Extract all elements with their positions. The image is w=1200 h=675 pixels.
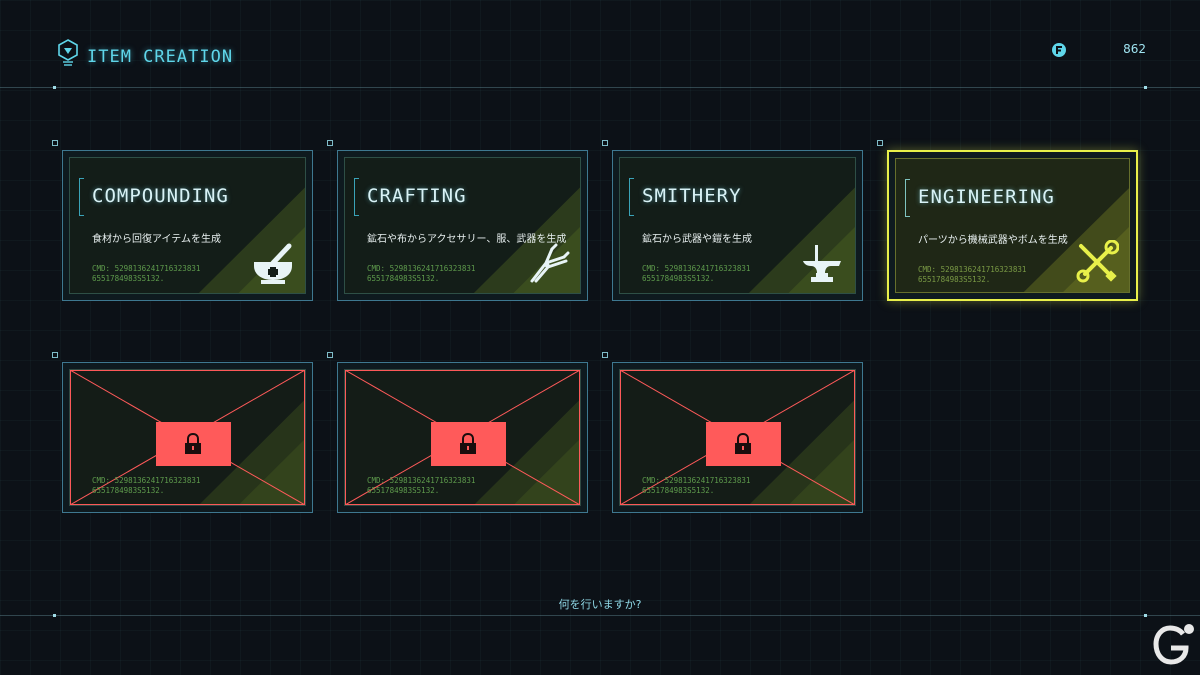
card-description: 鉱石や布からアクセサリー、服、武器を生成	[367, 234, 567, 245]
card-code: CMD: 5298136241716323831 6551784983S5132…	[367, 264, 476, 283]
locked-card[interactable]: CMD: 5298136241716323831 6551784983S5132…	[62, 362, 313, 513]
lock-icon	[735, 433, 751, 454]
action-prompt: 何を行いますか?	[558, 598, 642, 611]
divider-dot	[53, 86, 56, 89]
card-corner-mark	[877, 140, 883, 146]
card-code: CMD: 5298136241716323831 6551784983S5132…	[92, 264, 201, 283]
card-corner-mark	[52, 352, 58, 358]
lock-panel	[431, 422, 506, 466]
currency-icon	[1052, 43, 1066, 57]
mortar-pestle-icon	[254, 243, 292, 284]
card-code: CMD: 5298136241716323831 6551784983S5132…	[642, 476, 751, 495]
site-logo-icon	[1153, 624, 1194, 665]
card-title: ENGINEERING	[918, 186, 1055, 208]
card-code: CMD: 5298136241716323831 6551784983S5132…	[367, 476, 476, 495]
divider-dot	[1144, 86, 1147, 89]
locked-card[interactable]: CMD: 5298136241716323831 6551784983S5132…	[337, 362, 588, 513]
card-description: 鉱石から武器や鎧を生成	[642, 234, 752, 245]
card-description: パーツから機械武器やボムを生成	[918, 235, 1068, 246]
title-bracket	[79, 178, 84, 216]
page-title: ITEM CREATION	[87, 47, 234, 67]
card-corner-mark	[327, 140, 333, 146]
title-bracket	[354, 178, 359, 216]
lock-panel	[706, 422, 781, 466]
smithery-card[interactable]: SMITHERY 鉱石から武器や鎧を生成 CMD: 52981362417163…	[612, 150, 863, 301]
header-divider	[0, 87, 1200, 88]
card-code: CMD: 5298136241716323831 6551784983S5132…	[92, 476, 201, 495]
card-panel: ENGINEERING パーツから機械武器やボムを生成 CMD: 5298136…	[895, 158, 1130, 293]
card-panel: CMD: 5298136241716323831 6551784983S5132…	[344, 369, 581, 506]
card-panel: SMITHERY 鉱石から武器や鎧を生成 CMD: 52981362417163…	[619, 157, 856, 294]
title-bracket	[905, 179, 910, 217]
anvil-icon	[803, 245, 841, 282]
footer-divider	[0, 615, 1200, 616]
card-code: CMD: 5298136241716323831 6551784983S5132…	[918, 265, 1027, 284]
lock-panel	[156, 422, 231, 466]
card-panel: CRAFTING 鉱石や布からアクセサリー、服、武器を生成 CMD: 52981…	[344, 157, 581, 294]
divider-dot	[1144, 614, 1147, 617]
card-corner-mark	[602, 352, 608, 358]
crafting-card[interactable]: CRAFTING 鉱石や布からアクセサリー、服、武器を生成 CMD: 52981…	[337, 150, 588, 301]
compounding-card[interactable]: COMPOUNDING 食材から回復アイテムを生成 CMD: 529813624…	[62, 150, 313, 301]
card-corner-mark	[602, 140, 608, 146]
card-corner-mark	[327, 352, 333, 358]
card-diagonal-shade	[748, 187, 855, 293]
card-panel: CMD: 5298136241716323831 6551784983S5132…	[69, 369, 306, 506]
title-bracket	[629, 178, 634, 216]
card-code: CMD: 5298136241716323831 6551784983S5132…	[642, 264, 751, 283]
card-panel: CMD: 5298136241716323831 6551784983S5132…	[619, 369, 856, 506]
card-corner-mark	[52, 140, 58, 146]
wrench-screwdriver-icon	[1076, 240, 1119, 283]
item-creation-icon	[58, 39, 78, 66]
card-title: SMITHERY	[642, 185, 742, 207]
lock-icon	[185, 433, 201, 454]
divider-dot	[53, 614, 56, 617]
card-title: COMPOUNDING	[92, 185, 229, 207]
pliers-icon	[530, 243, 570, 283]
card-description: 食材から回復アイテムを生成	[92, 234, 221, 245]
currency-amount: 862	[1123, 42, 1146, 56]
card-panel: COMPOUNDING 食材から回復アイテムを生成 CMD: 529813624…	[69, 157, 306, 294]
engineering-card[interactable]: ENGINEERING パーツから機械武器やボムを生成 CMD: 5298136…	[887, 150, 1138, 301]
lock-icon	[460, 433, 476, 454]
locked-card[interactable]: CMD: 5298136241716323831 6551784983S5132…	[612, 362, 863, 513]
card-title: CRAFTING	[367, 185, 467, 207]
